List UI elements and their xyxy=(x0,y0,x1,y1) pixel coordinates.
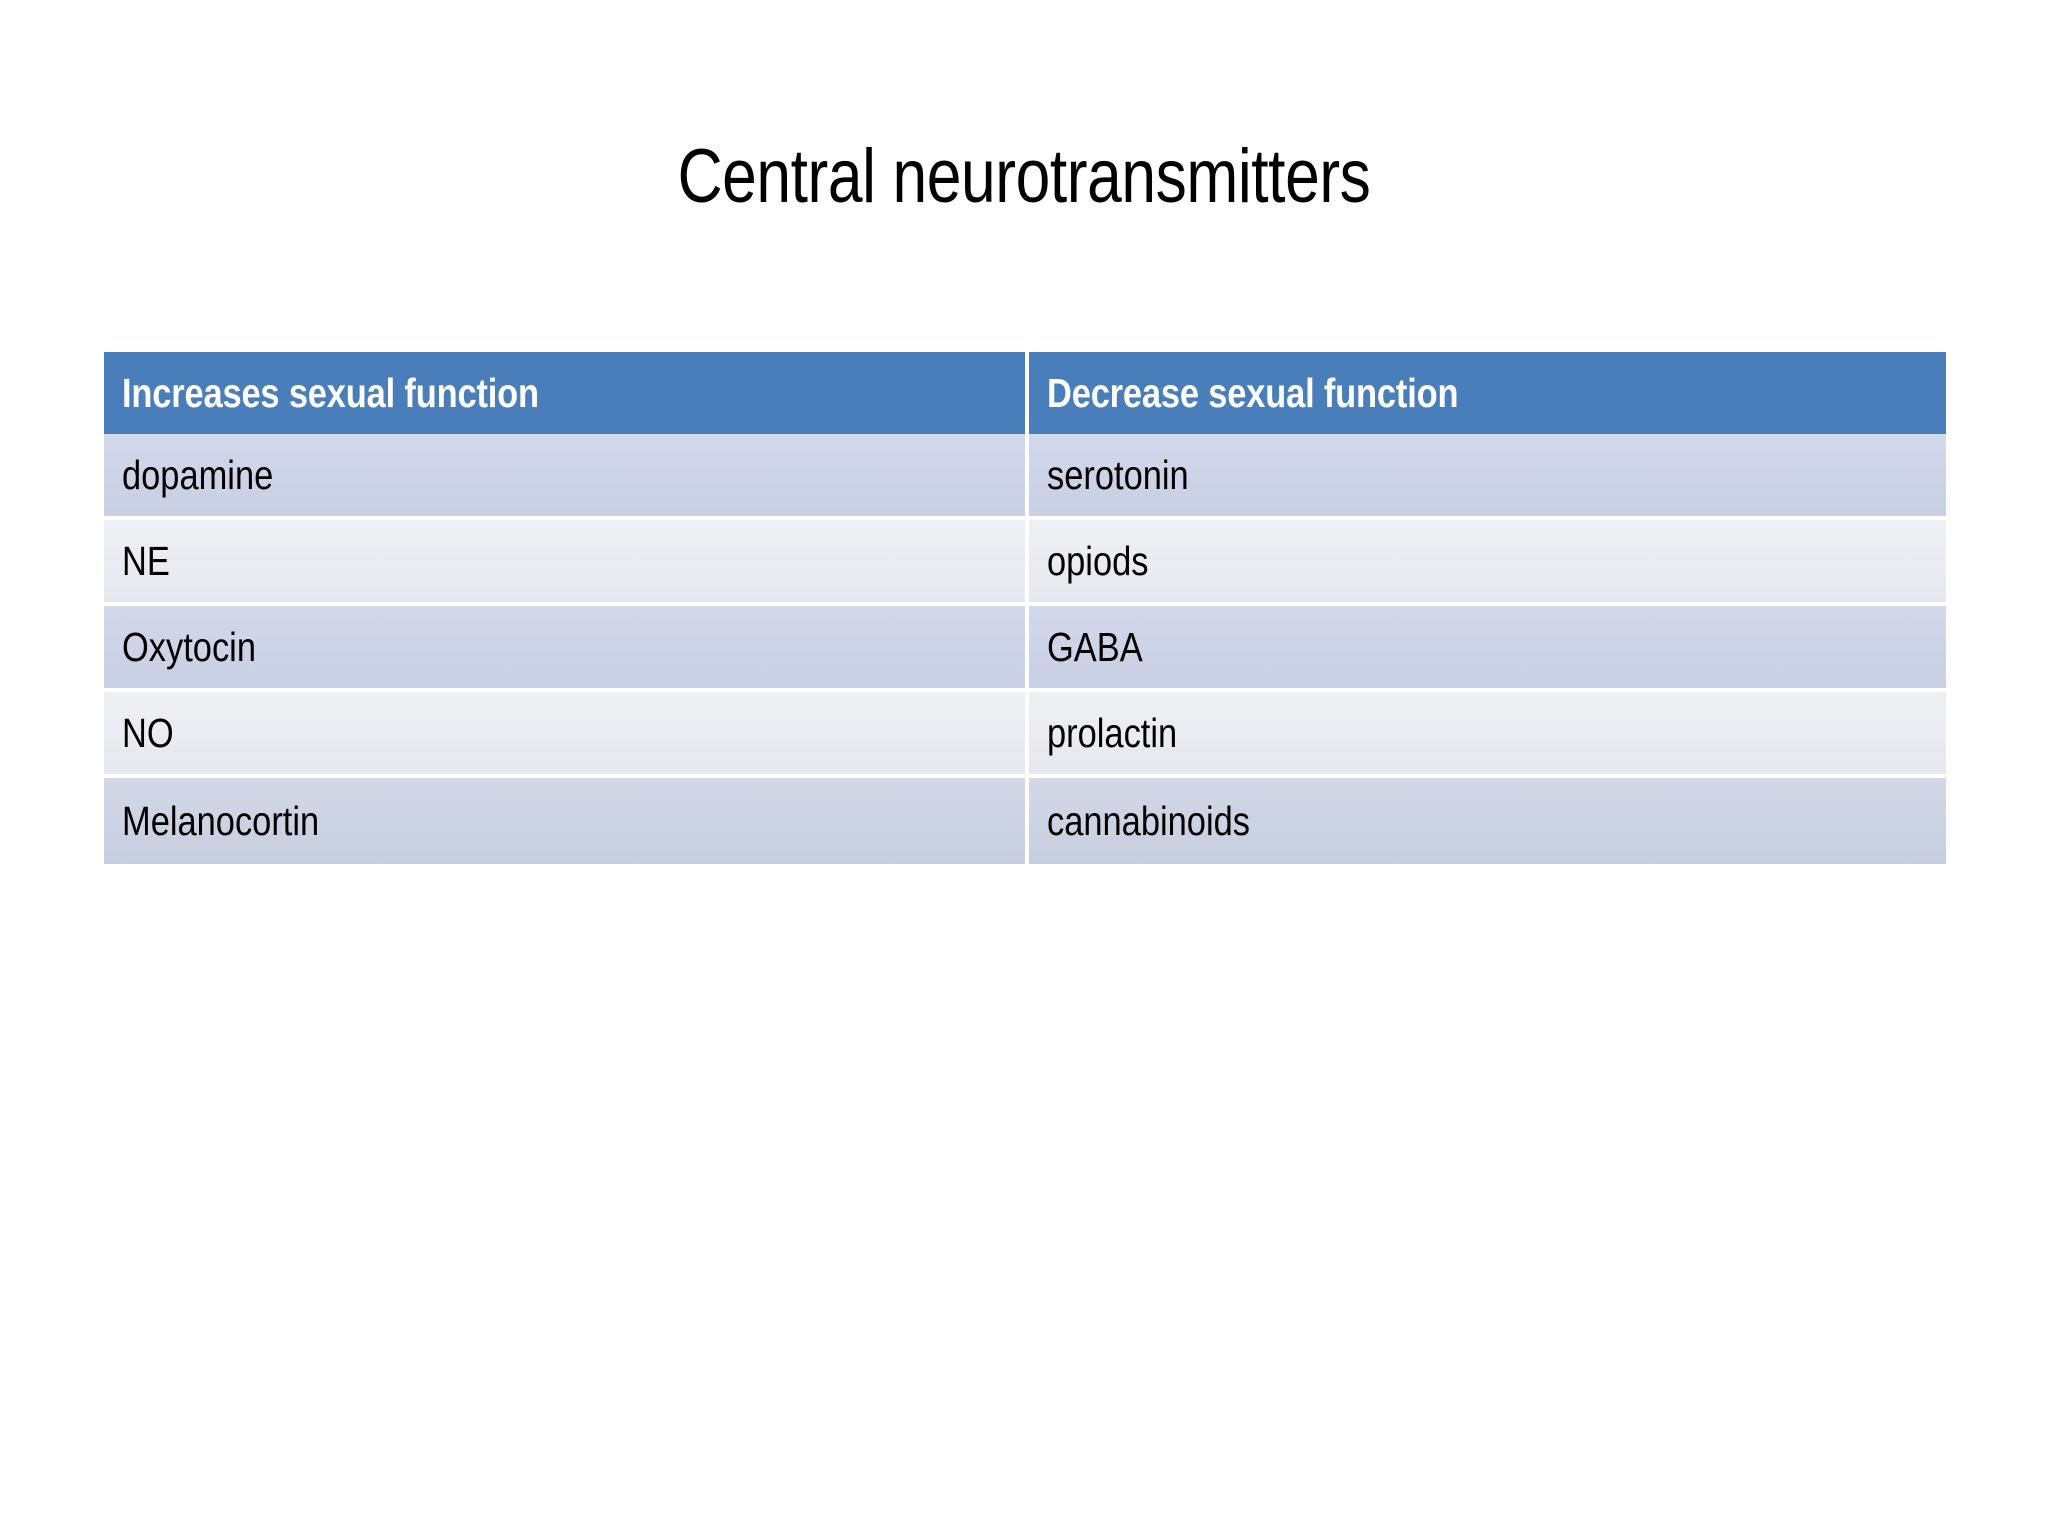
table-header: Increases sexual function Decrease sexua… xyxy=(104,352,1946,434)
column-header-decreases-label: Decrease sexual function xyxy=(1047,370,1459,416)
table-row: Melanocortin cannabinoids xyxy=(104,778,1946,864)
column-header-decreases: Decrease sexual function xyxy=(1029,352,1946,434)
cell-decreases: prolactin xyxy=(1029,692,1946,778)
table-row: dopamine serotonin xyxy=(104,434,1946,520)
cell-decreases-label: GABA xyxy=(1047,624,1143,670)
column-header-increases-label: Increases sexual function xyxy=(122,370,539,416)
cell-increases: Melanocortin xyxy=(104,778,1029,864)
neurotransmitter-table: Increases sexual function Decrease sexua… xyxy=(104,352,1946,864)
cell-decreases-label: serotonin xyxy=(1047,452,1189,498)
column-header-increases: Increases sexual function xyxy=(104,352,1029,434)
cell-decreases-label: prolactin xyxy=(1047,710,1178,756)
table-row: NE opiods xyxy=(104,520,1946,606)
cell-increases: NO xyxy=(104,692,1029,778)
page-title: Central neurotransmitters xyxy=(677,134,1371,219)
table-body: dopamine serotonin NE opiods Oxytocin GA… xyxy=(104,434,1946,864)
cell-increases-label: NE xyxy=(122,538,170,584)
table-header-row: Increases sexual function Decrease sexua… xyxy=(104,352,1946,434)
cell-decreases-label: cannabinoids xyxy=(1047,798,1250,844)
cell-decreases: GABA xyxy=(1029,606,1946,692)
cell-increases-label: Oxytocin xyxy=(122,624,256,670)
cell-increases: Oxytocin xyxy=(104,606,1029,692)
cell-decreases: serotonin xyxy=(1029,434,1946,520)
cell-increases: dopamine xyxy=(104,434,1029,520)
table-row: Oxytocin GABA xyxy=(104,606,1946,692)
cell-decreases: opiods xyxy=(1029,520,1946,606)
table-row: NO prolactin xyxy=(104,692,1946,778)
cell-decreases: cannabinoids xyxy=(1029,778,1946,864)
cell-increases: NE xyxy=(104,520,1029,606)
cell-increases-label: NO xyxy=(122,710,174,756)
cell-increases-label: dopamine xyxy=(122,452,274,498)
cell-increases-label: Melanocortin xyxy=(122,798,320,844)
cell-decreases-label: opiods xyxy=(1047,538,1149,584)
